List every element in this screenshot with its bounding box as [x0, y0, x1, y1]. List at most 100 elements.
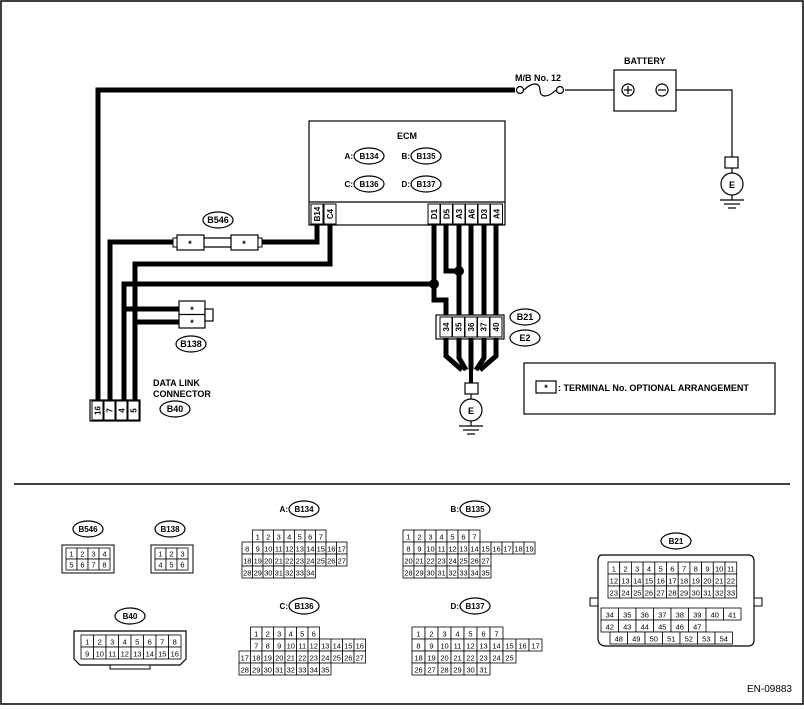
b137-face-pin-16: 16 [518, 642, 526, 651]
b134-face-pin-9: 9 [256, 545, 260, 554]
b546-face-tag [72, 520, 104, 538]
b546-face-pin-1: 1 [69, 550, 73, 559]
b135-face-pin-31: 31 [437, 569, 445, 578]
b136-face-pin-1: 1 [254, 630, 258, 639]
wire-battery-ground [676, 89, 733, 157]
b40-face-pin-10: 10 [96, 650, 104, 659]
ecm-connector-prefix: D: [402, 180, 410, 189]
dlc-title-line1: DATA LINK [153, 378, 200, 388]
b40-face-cell [168, 646, 182, 660]
e2-tag-label: E2 [519, 333, 530, 343]
b135-face-pin-22: 22 [426, 557, 434, 566]
b134-face-pin-26: 26 [327, 557, 335, 566]
b21-face-latch-right [753, 597, 763, 607]
b135-face-pin-21: 21 [415, 557, 423, 566]
b134-face-prefix: A: [280, 505, 288, 514]
b21-face-top-pin-33: 33 [727, 589, 735, 598]
b137-face-cell [528, 638, 543, 652]
dlc-pin-4: 4 [118, 408, 127, 413]
b137-face-pin-19: 19 [427, 654, 435, 663]
b21-face-top-pin-27: 27 [656, 589, 664, 598]
b135-face-prefix: B: [451, 505, 459, 514]
b21-face-mid-cell [723, 607, 742, 621]
b135-face-tag-label: B135 [465, 505, 485, 514]
ecm-pin-a4-cell [490, 203, 503, 225]
b546-face-pin-3: 3 [91, 550, 95, 559]
b135-face-pin-14: 14 [470, 545, 478, 554]
b138-face-cell [176, 558, 189, 571]
b134-face-pin-2: 2 [266, 533, 270, 542]
b136-face-pin-20: 20 [275, 654, 283, 663]
b40-face-pin-6: 6 [148, 638, 152, 647]
b21-face-mid2-pin-45: 45 [658, 623, 666, 632]
b546-mark-right: * [242, 239, 246, 249]
legend-text: : TERMINAL No. OPTIONAL ARRANGEMENT [558, 383, 749, 393]
b40-face-pin-8: 8 [173, 638, 177, 647]
b135-face-pin-18: 18 [514, 545, 522, 554]
dlc-pin-7: 7 [106, 408, 115, 413]
b546-inline-connector [172, 234, 263, 251]
b21-face-bottom-pin-48: 48 [615, 635, 623, 644]
figure-code: EN-09883 [747, 684, 792, 695]
wire-b546-left [107, 239, 177, 400]
b21-face-top-pin-7: 7 [682, 565, 686, 574]
b546-face-pin-6: 6 [80, 561, 84, 570]
b21-face-top-pin-3: 3 [635, 565, 639, 574]
ecm-pin-a4: A4 [493, 208, 502, 219]
b138-face-pin-2: 2 [169, 550, 173, 559]
b546-face-pin-4: 4 [102, 550, 106, 559]
fuse-label: M/B No. 12 [515, 73, 561, 83]
b21-face-top-pin-6: 6 [670, 565, 674, 574]
b135-face-pin-7: 7 [472, 533, 476, 542]
b135-face-pin-17: 17 [503, 545, 511, 554]
splice-d1 [429, 279, 439, 289]
wire-d1 [121, 225, 437, 400]
b134-face-pin-10: 10 [264, 545, 272, 554]
b546-face-cell [98, 558, 111, 571]
b136-face-cell [353, 650, 366, 664]
b136-face-pin-6: 6 [312, 630, 316, 639]
b21-face-top-pin-2: 2 [623, 565, 627, 574]
b137-face-tag-label: B137 [465, 602, 485, 611]
b137-face-pin-24: 24 [492, 654, 500, 663]
b135-face-pin-16: 16 [492, 545, 500, 554]
wire-d1-down [431, 284, 449, 316]
b137-face-pin-15: 15 [505, 642, 513, 651]
b136-face-pin-25: 25 [333, 654, 341, 663]
b134-face-pin-25: 25 [317, 557, 325, 566]
b134-face-pin-8: 8 [245, 545, 249, 554]
b137-face-pin-18: 18 [414, 654, 422, 663]
b21-face-top-pin-10: 10 [715, 565, 723, 574]
dlc-pin-16-cell [91, 400, 104, 421]
b136-face-pin-13: 13 [321, 642, 329, 651]
b21-face-mid2-pin-44: 44 [641, 623, 649, 632]
b136-face-pin-23: 23 [310, 654, 318, 663]
b21-face-bottom-pin-52: 52 [685, 635, 693, 644]
b137-face-pin-20: 20 [440, 654, 448, 663]
b134-face-pin-24: 24 [306, 557, 314, 566]
b134-face-pin-20: 20 [264, 557, 272, 566]
wire-power-16 [95, 87, 515, 400]
b21-face-top-pin-22: 22 [727, 577, 735, 586]
b21-face-top-pin-12: 12 [610, 577, 618, 586]
b135-face-cell [479, 565, 492, 579]
b21-face-mid2-pin-47: 47 [693, 623, 701, 632]
b134-face-pin-29: 29 [254, 569, 262, 578]
b137-face-pin-9: 9 [429, 642, 433, 651]
wire-b14 [262, 225, 320, 245]
b40-face-latch [109, 664, 151, 670]
b21-face-mid2-pin-42: 42 [606, 623, 614, 632]
b138-tag [175, 335, 207, 353]
b134-face-pin-30: 30 [264, 569, 272, 578]
b21-face-mid2-pin-46: 46 [676, 623, 684, 632]
b135-face-pin-9: 9 [417, 545, 421, 554]
b21-pin-36: 36 [467, 322, 476, 331]
b137-face-pin-13: 13 [479, 642, 487, 651]
b21-tag [509, 308, 541, 326]
b21-face-top-pin-16: 16 [656, 577, 664, 586]
b40-face-pin-12: 12 [121, 650, 129, 659]
b21-face-latch-left [589, 597, 599, 607]
